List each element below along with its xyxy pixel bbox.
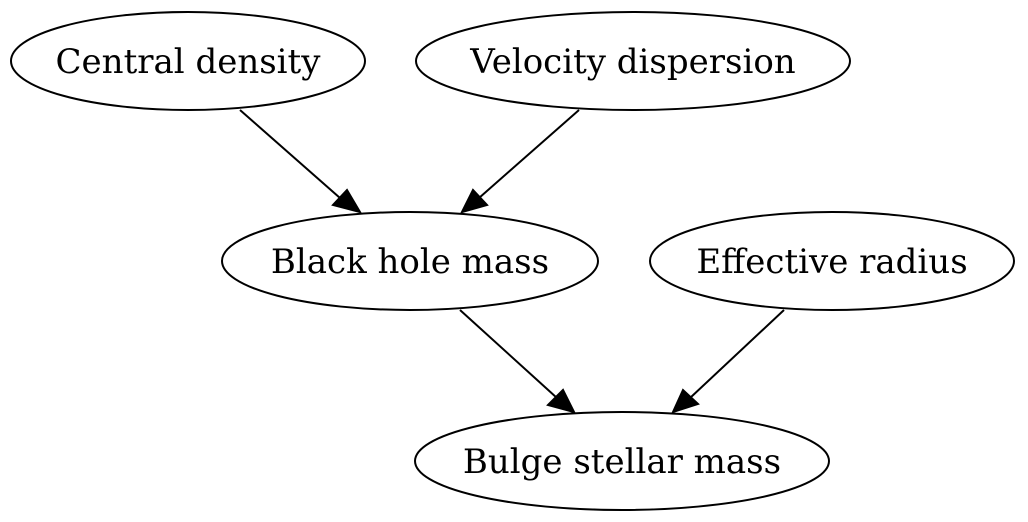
node-label: Bulge stellar mass (463, 442, 781, 482)
node-label: Effective radius (696, 242, 967, 282)
node-bulge-stellar-mass: Bulge stellar mass (414, 411, 830, 511)
node-effective-radius: Effective radius (649, 211, 1015, 311)
edge-effective-radius-to-bulge-stellar-mass (671, 309, 785, 414)
edge-central-density-to-black-hole-mass (239, 109, 363, 214)
edge-velocity-dispersion-to-black-hole-mass (460, 109, 580, 214)
node-black-hole-mass: Black hole mass (221, 211, 599, 311)
edge-black-hole-mass-to-bulge-stellar-mass (459, 309, 576, 414)
node-velocity-dispersion: Velocity dispersion (415, 11, 851, 111)
node-label: Black hole mass (271, 242, 549, 282)
node-label: Velocity dispersion (469, 42, 795, 82)
node-label: Central density (56, 42, 322, 82)
node-central-density: Central density (10, 11, 366, 111)
